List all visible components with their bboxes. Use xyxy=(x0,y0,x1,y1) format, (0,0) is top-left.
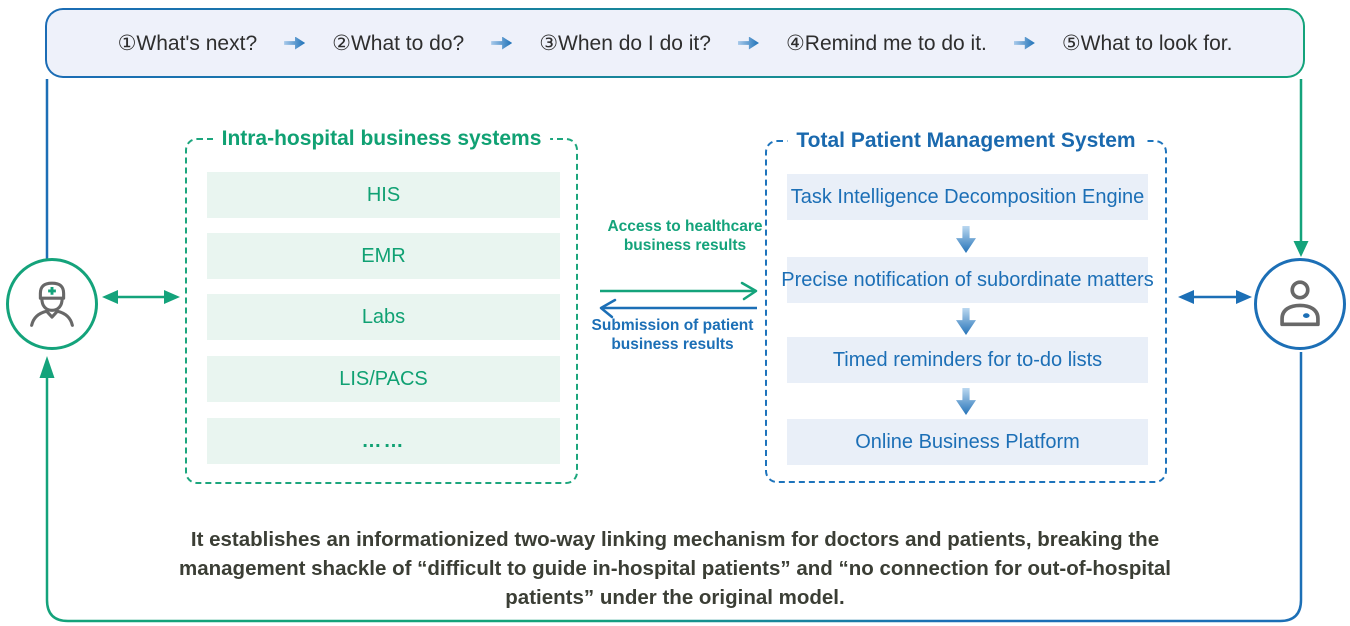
tpms-stage-notification: Precise notification of subordinate matt… xyxy=(781,257,1154,303)
patient-avatar xyxy=(1254,258,1346,350)
diagram-description: It establishes an informationized two-wa… xyxy=(179,528,1171,609)
arrowhead-left-green xyxy=(102,290,118,304)
hospital-system-more: …… xyxy=(207,418,560,464)
down-arrow-icon xyxy=(956,388,976,415)
hospital-system-labs: Labs xyxy=(207,294,560,340)
arrowhead-right-blue xyxy=(1236,290,1252,304)
step-2: ②What to do? xyxy=(332,31,465,55)
step-3: ③When do I do it? xyxy=(539,31,711,55)
step-arrow-icon xyxy=(1013,36,1035,50)
down-arrow-icon xyxy=(956,308,976,335)
step-5: ⑤What to look for. xyxy=(1061,31,1233,55)
tpms-stage-decomposition: Task Intelligence Decomposition Engine xyxy=(787,174,1148,220)
hospital-system-emr: EMR xyxy=(207,233,560,279)
hospital-panel-title: Intra-hospital business systems xyxy=(212,127,551,151)
arrowhead-up-to-doctor xyxy=(39,356,55,378)
step-arrow-icon xyxy=(284,36,306,50)
hospital-systems-panel: Intra-hospital business systems HIS EMR … xyxy=(185,127,578,484)
submission-arrowhead xyxy=(599,298,617,319)
hospital-system-his: HIS xyxy=(207,172,560,218)
arrowhead-left-blue xyxy=(1178,290,1194,304)
step-arrow-icon xyxy=(737,36,759,50)
step-1: ①What's next? xyxy=(117,31,258,55)
step-4: ④Remind me to do it. xyxy=(785,31,987,55)
access-results-label: Access to healthcare business results xyxy=(607,218,763,254)
patient-icon xyxy=(1280,280,1320,327)
submission-results-label: Submission of patient business results xyxy=(591,317,754,353)
doctor-avatar xyxy=(6,258,98,350)
tpms-stage-reminders: Timed reminders for to-do lists xyxy=(787,337,1148,383)
access-arrowhead xyxy=(740,281,758,301)
steps-bar-inner: ①What's next? ②What to do? ③When do I do… xyxy=(47,10,1303,76)
step-arrow-icon xyxy=(491,36,513,50)
tpms-panel: Total Patient Management System Task Int… xyxy=(765,129,1167,483)
tpms-panel-title: Total Patient Management System xyxy=(787,129,1145,153)
hospital-system-lis-pacs: LIS/PACS xyxy=(207,356,560,402)
arrowhead-right-green xyxy=(164,290,180,304)
tpms-stage-platform: Online Business Platform xyxy=(787,419,1148,465)
doctor-icon xyxy=(30,281,74,327)
down-arrow-icon xyxy=(956,226,976,253)
arrowhead-down-to-patient xyxy=(1293,241,1309,257)
steps-bar: ①What's next? ②What to do? ③When do I do… xyxy=(45,8,1305,78)
patient-to-doctor-loop-line xyxy=(45,352,1303,623)
